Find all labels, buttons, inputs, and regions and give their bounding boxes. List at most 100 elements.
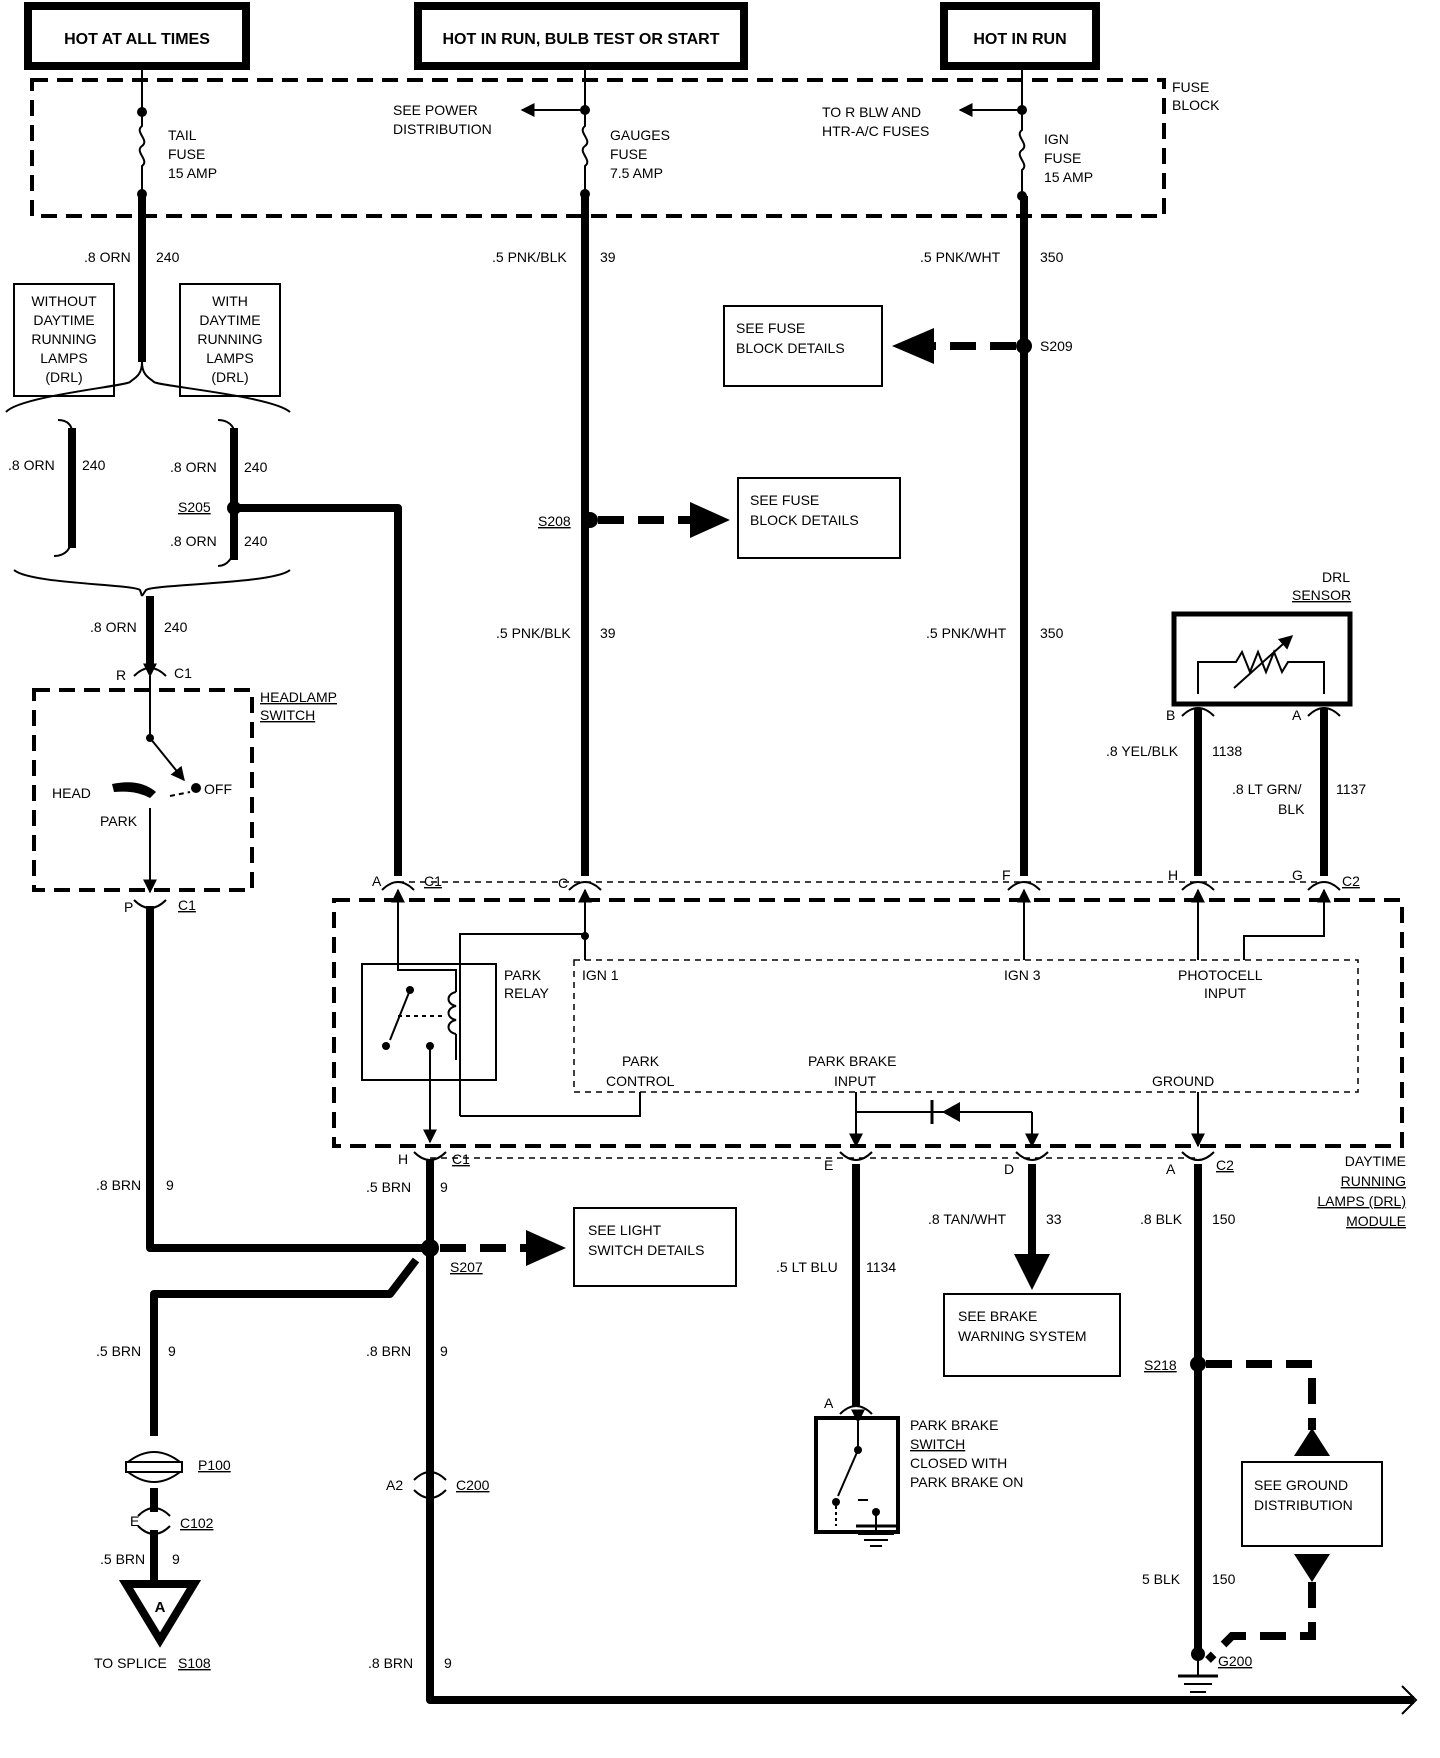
drl-module: A C1 C F H G C2 IGN 1 IGN 3 PHOTOCELL IN…: [332, 867, 1406, 1229]
label: RUNNING: [31, 331, 96, 347]
splice-s208: [582, 512, 598, 528]
headlamp-switch: R C1 HEADLAMP SWITCH HEAD OFF PARK P C1: [32, 663, 337, 915]
park-brake-circuit: .5 LT BLU 1134 A PARK BRAKE SWITCH CLOSE…: [776, 1164, 1023, 1547]
label: GAUGES: [610, 127, 670, 143]
label: HOT AT ALL TIMES: [64, 31, 210, 48]
label: 150: [1212, 1571, 1236, 1587]
ground-circuit: .8 BLK 150 S218 SEE GROUND DISTRIBUTION …: [1140, 1164, 1383, 1693]
label: FUSE: [1044, 150, 1081, 166]
label: FUSE: [1172, 79, 1209, 95]
off-page-connector-a: A: [118, 1580, 202, 1648]
label: GROUND: [1152, 1073, 1214, 1089]
label: 1137: [1336, 781, 1366, 797]
brake-warning-circuit: .8 TAN/WHT 33 SEE BRAKE WARNING SYSTEM: [928, 1164, 1121, 1377]
orn-240-circuit: .8 ORN 240 WITHOUT DAYTIME RUNNING LAMPS…: [5, 194, 402, 876]
label: 9: [168, 1343, 176, 1359]
label: P100: [198, 1457, 231, 1473]
drl-sensor: DRL SENSOR B A .8 YEL/BLK 1138 .8 LT GRN…: [1106, 569, 1366, 876]
label: C1: [452, 1151, 470, 1167]
label: 240: [82, 457, 106, 473]
label: S208: [538, 513, 571, 529]
label: .5 BRN: [366, 1179, 411, 1195]
label: DAYTIME: [1345, 1153, 1406, 1169]
label: PARK: [100, 813, 138, 829]
label: S218: [1144, 1357, 1177, 1373]
label: HOT IN RUN, BULB TEST OR START: [442, 31, 719, 48]
label: PARK: [504, 967, 542, 983]
label: E: [130, 1513, 139, 1529]
label: BLOCK: [1172, 97, 1220, 113]
label: 7.5 AMP: [610, 165, 663, 181]
label: R: [116, 667, 126, 683]
label: A: [1166, 1161, 1176, 1177]
splice-s218: [1190, 1356, 1206, 1372]
label: 15 AMP: [1044, 169, 1093, 185]
label: H: [398, 1151, 408, 1167]
label: HEAD: [52, 785, 91, 801]
label: C1: [424, 873, 442, 889]
label: SWITCH: [260, 707, 315, 723]
label: 240: [244, 533, 268, 549]
label: 240: [156, 249, 180, 265]
label: F: [1002, 867, 1011, 883]
label: RELAY: [504, 985, 550, 1001]
label: .8 ORN: [170, 459, 217, 475]
pnk-wht-350-circuit: .5 PNK/WHT 350 S209 SEE FUSE BLOCK DETAI…: [723, 196, 1073, 876]
label: A: [1292, 707, 1302, 723]
label: .8 BRN: [368, 1655, 413, 1671]
label: (DRL): [45, 369, 82, 385]
label: SENSOR: [1292, 587, 1351, 603]
label: 150: [1212, 1211, 1236, 1227]
label: S205: [178, 499, 211, 515]
ground-g200: [1191, 1647, 1205, 1661]
label: 350: [1040, 249, 1064, 265]
label: BLOCK DETAILS: [750, 512, 859, 528]
ref-fuse-block-details-s209: SEE FUSE BLOCK DETAILS: [723, 305, 883, 387]
label: .8 BRN: [366, 1343, 411, 1359]
label: HEADLAMP: [260, 689, 337, 705]
label: 9: [444, 1655, 452, 1671]
label: 15 AMP: [168, 165, 217, 181]
label: .5 BRN: [100, 1551, 145, 1567]
label: 39: [600, 625, 616, 641]
label: 5 BLK: [1142, 1571, 1181, 1587]
label: HTR-A/C FUSES: [822, 123, 929, 139]
label: A: [824, 1395, 834, 1411]
source-hot-in-run: HOT IN RUN: [940, 2, 1100, 70]
label: SEE FUSE: [736, 320, 805, 336]
label: C2: [1216, 1157, 1234, 1173]
pnk-blk-39-circuit: .5 PNK/BLK 39 S208 SEE FUSE BLOCK DETAIL…: [492, 194, 901, 876]
label: OFF: [204, 781, 232, 797]
label: PARK BRAKE ON: [910, 1474, 1023, 1490]
label: C1: [174, 665, 192, 681]
label: LAMPS: [40, 350, 87, 366]
module-bottom-connectors: H C1 E D A C2: [398, 1151, 1234, 1177]
label: A2: [386, 1477, 403, 1493]
label: LAMPS: [206, 350, 253, 366]
option-with-drl: WITH DAYTIME RUNNING LAMPS (DRL): [179, 283, 281, 397]
label: SEE BRAKE: [958, 1308, 1037, 1324]
label: B: [1166, 707, 1175, 723]
label: .8 ORN: [90, 619, 137, 635]
source-hot-in-run-bulb-test-start: HOT IN RUN, BULB TEST OR START: [414, 2, 748, 70]
label: S207: [450, 1259, 483, 1275]
label: 1138: [1212, 743, 1242, 759]
label: A: [372, 873, 382, 889]
label: SEE GROUND: [1254, 1477, 1348, 1493]
splice-s207: [421, 1239, 439, 1257]
label: BLK: [1278, 801, 1305, 817]
label: .5 PNK/BLK: [492, 249, 567, 265]
label: RUNNING: [197, 331, 262, 347]
label: .5 LT BLU: [776, 1259, 838, 1275]
label: SEE FUSE: [750, 492, 819, 508]
label: H: [1168, 867, 1178, 883]
label: PHOTOCELL: [1178, 967, 1263, 983]
park-relay: PARK RELAY: [361, 963, 550, 1144]
label: .8 TAN/WHT: [928, 1211, 1006, 1227]
label: C: [558, 875, 568, 891]
source-hot-at-all-times: HOT AT ALL TIMES: [24, 2, 250, 70]
label: C200: [456, 1477, 490, 1493]
label: PARK: [622, 1053, 660, 1069]
label: G200: [1218, 1653, 1252, 1669]
